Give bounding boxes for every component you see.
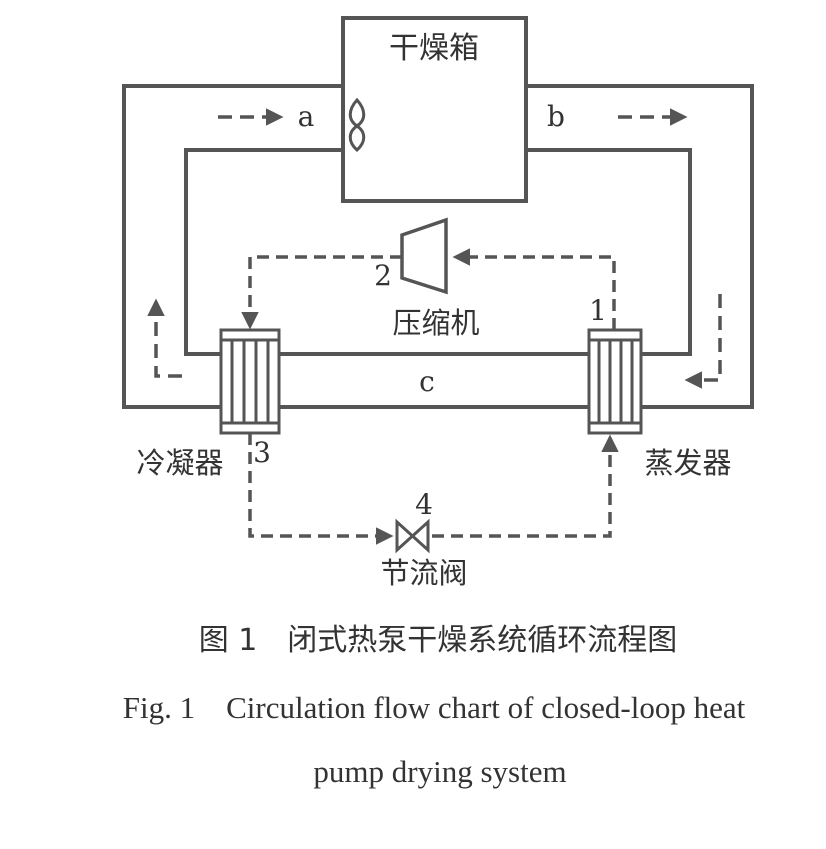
fan-icon <box>348 97 366 153</box>
throttle-valve <box>395 518 430 554</box>
condenser-label: 冷凝器 <box>136 446 223 480</box>
air-flow-arrows <box>147 108 722 389</box>
throttle-label: 节流阀 <box>380 556 467 590</box>
label-b: b <box>547 100 565 133</box>
label-a: a <box>298 100 315 133</box>
label-2: 2 <box>374 259 392 292</box>
label-3: 3 <box>253 436 271 469</box>
pipe-evap-to-compressor <box>452 248 616 330</box>
pipe-compressor-to-condenser <box>241 255 402 330</box>
caption-en-line2: pump drying system <box>313 754 566 789</box>
label-c: c <box>419 365 435 398</box>
caption-cn: 图 1 闭式热泵干燥系统循环流程图 <box>199 623 678 658</box>
air-duct <box>122 84 754 409</box>
refrigerant-loop <box>241 248 619 545</box>
compressor <box>400 217 448 295</box>
label-4: 4 <box>415 488 433 521</box>
label-1: 1 <box>589 294 607 327</box>
pipe-condenser-to-valve <box>248 433 394 545</box>
caption-en-line1: Fig. 1 Circulation flow chart of closed-… <box>123 690 746 725</box>
arrow-left-up <box>147 298 182 378</box>
condenser <box>219 328 281 435</box>
arrow-right-down <box>684 294 722 389</box>
drying-box-label: 干燥箱 <box>389 31 479 66</box>
compressor-label: 压缩机 <box>392 306 479 340</box>
pipe-valve-to-evap <box>432 434 619 538</box>
drying-box <box>341 16 528 203</box>
evaporator <box>587 328 643 435</box>
evaporator-label: 蒸发器 <box>644 446 731 480</box>
